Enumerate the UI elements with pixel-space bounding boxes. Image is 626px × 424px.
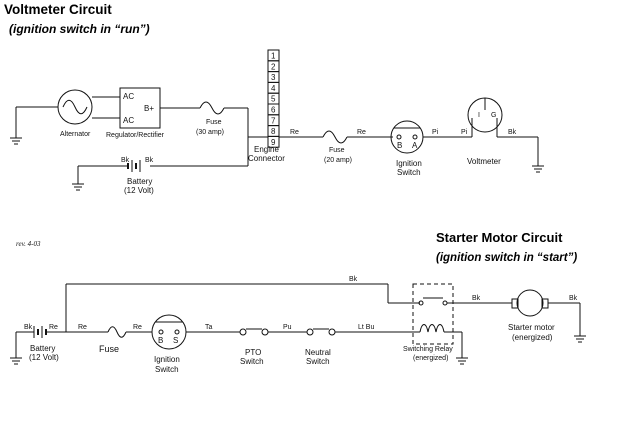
starter-battery-bk-label: Bk	[24, 324, 33, 331]
battery-ground-icon	[72, 183, 84, 191]
connector-pin-number: 2	[271, 62, 276, 71]
fuse-20amp-rating: (20 amp)	[324, 157, 352, 164]
wire-pi-label-2: Pi	[461, 129, 468, 136]
voltmeter-circuit-subtitle: (ignition switch in “run”)	[9, 22, 150, 36]
starter-wire-re-label-2: Re	[133, 324, 142, 331]
alternator-label: Alternator	[60, 131, 91, 138]
revision-label: rev. 4-03	[16, 240, 41, 248]
switching-relay-label-line1: Switching Relay	[403, 346, 453, 353]
connector-pin-number: 1	[271, 52, 276, 61]
starter-ignition-label-line2: Switch	[155, 365, 179, 374]
starter-battery-ground-icon	[10, 357, 22, 365]
regulator-label: Regulator/Rectifier	[106, 132, 165, 139]
starter-wire-bk-relay-label: Bk	[472, 295, 481, 302]
connector-pin-number: 7	[271, 116, 276, 125]
connector-pin-number: 9	[271, 138, 276, 147]
starter-battery-label: Battery	[30, 344, 55, 353]
alternator-symbol	[10, 89, 120, 145]
connector-pin-number: 3	[271, 73, 276, 82]
starter-battery-re-label: Re	[49, 324, 58, 331]
engine-connector-label-line1: Engine	[254, 145, 279, 154]
starter-circuit-title: Starter Motor Circuit	[436, 230, 563, 245]
regulator-ac-top-label: AC	[123, 92, 134, 101]
voltmeter-ground-icon	[532, 165, 544, 173]
ignition-switch-run-symbol	[390, 120, 424, 154]
battery-bk-right-label: Bk	[145, 157, 154, 164]
starter-wire-bk-top-label: Bk	[349, 276, 358, 283]
fuse-20amp-label: Fuse	[329, 147, 345, 154]
engine-connector-label-line2: Connector	[248, 154, 285, 163]
starter-wire-ta-label: Ta	[205, 324, 213, 331]
fuse-30amp-rating: (30 amp)	[196, 129, 224, 136]
pto-switch-symbol	[239, 328, 269, 336]
battery-rating: (12 Volt)	[124, 186, 154, 195]
ignition-switch-label-line1: Ignition	[396, 159, 422, 168]
wire-re-label-2: Re	[357, 129, 366, 136]
connector-pin-number: 8	[271, 127, 276, 136]
fuse-30amp-symbol	[199, 101, 225, 115]
battery-label: Battery	[127, 177, 152, 186]
voltmeter-i-terminal-label: I	[478, 112, 480, 119]
regulator-bplus-label: B+	[144, 104, 154, 113]
voltmeter-label: Voltmeter	[467, 157, 501, 166]
starter-fuse-symbol	[107, 326, 127, 338]
neutral-switch-label-line2: Switch	[306, 357, 330, 366]
starter-wire-bk-motor-label: Bk	[569, 295, 578, 302]
starter-ignition-label-line1: Ignition	[154, 355, 180, 364]
battery-bk-left-label: Bk	[121, 157, 130, 164]
ignition-switch-label-line2: Switch	[397, 168, 421, 177]
starter-wire-re-label-1: Re	[78, 324, 87, 331]
starter-wire-pu-label: Pu	[283, 324, 292, 331]
starter-fuse-label: Fuse	[99, 344, 119, 354]
relay-ground-icon	[456, 357, 468, 365]
regulator-ac-bottom-label: AC	[123, 116, 134, 125]
ignition-b-terminal-label: B	[397, 141, 402, 150]
starter-motor-symbol	[511, 289, 549, 317]
connector-pin-cell	[267, 135, 280, 148]
switching-relay-symbol	[412, 283, 463, 358]
connector-pin-number: 4	[271, 84, 276, 93]
switching-relay-label-line2: (energized)	[413, 355, 448, 362]
alternator-ground-icon	[10, 137, 22, 145]
ignition-a-terminal-label: A	[412, 141, 418, 150]
starter-circuit-subtitle: (ignition switch in “start”)	[436, 252, 577, 264]
starter-battery-rating: (12 Volt)	[29, 353, 59, 362]
connector-pin-number: 5	[271, 95, 276, 104]
fuse-30amp-label: Fuse	[206, 119, 222, 126]
starter-ignition-s-label: S	[173, 336, 178, 345]
voltmeter-g-terminal-label: G	[491, 112, 496, 119]
connector-pin-number: 6	[271, 106, 276, 115]
starter-motor-label-line2: (energized)	[512, 333, 553, 342]
voltmeter-circuit-title: Voltmeter Circuit	[4, 2, 112, 17]
starter-ignition-b-label: B	[158, 336, 163, 345]
engine-connector: 12 3 4 5 67 8 9	[267, 49, 280, 148]
wire-pi-label-1: Pi	[432, 129, 439, 136]
wire-bk-label: Bk	[508, 129, 517, 136]
starter-motor-label-line1: Starter motor	[508, 323, 555, 332]
voltmeter-symbol	[467, 97, 503, 137]
starter-wire-ltbu-label: Lt Bu	[358, 324, 374, 331]
neutral-switch-label-line1: Neutral	[305, 348, 331, 357]
pto-switch-label-line2: Switch	[240, 357, 264, 366]
fuse-20amp-symbol	[322, 130, 348, 144]
wire-re-label-1: Re	[290, 129, 299, 136]
pto-switch-label-line1: PTO	[245, 348, 261, 357]
neutral-switch-symbol	[306, 328, 336, 336]
battery-symbol	[127, 160, 141, 172]
starter-motor-ground-icon	[574, 335, 586, 343]
starter-battery-symbol	[15, 326, 66, 358]
